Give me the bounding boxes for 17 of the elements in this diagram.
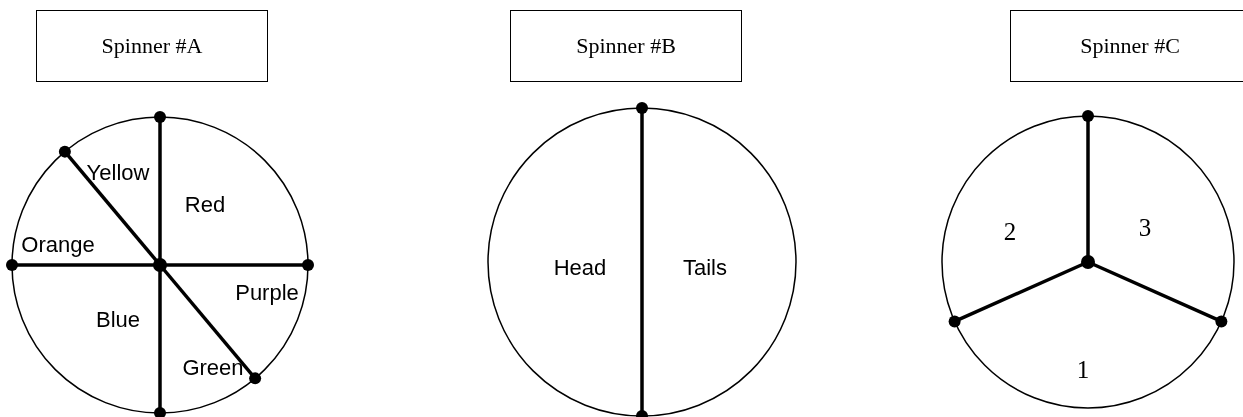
sector-label: Purple <box>235 280 299 306</box>
spinner-title: Spinner #B <box>576 33 676 59</box>
spinner-title: Spinner #C <box>1080 33 1180 59</box>
sector-label: Tails <box>683 255 727 281</box>
spinner-title: Spinner #A <box>101 33 203 59</box>
sector-label: 2 <box>1003 218 1017 246</box>
sector-label: Blue <box>96 307 140 333</box>
title-box <box>510 10 742 82</box>
sector-label: Yellow <box>86 160 150 186</box>
sector-label: Green <box>182 355 244 381</box>
sector-label: Orange <box>21 232 95 258</box>
title-box <box>36 10 268 82</box>
sector-label: Head <box>553 255 607 281</box>
title-box <box>1010 10 1243 82</box>
sector-label: 3 <box>1138 214 1152 242</box>
sector-label: 1 <box>1076 356 1090 384</box>
sector-label: Red <box>184 192 226 218</box>
